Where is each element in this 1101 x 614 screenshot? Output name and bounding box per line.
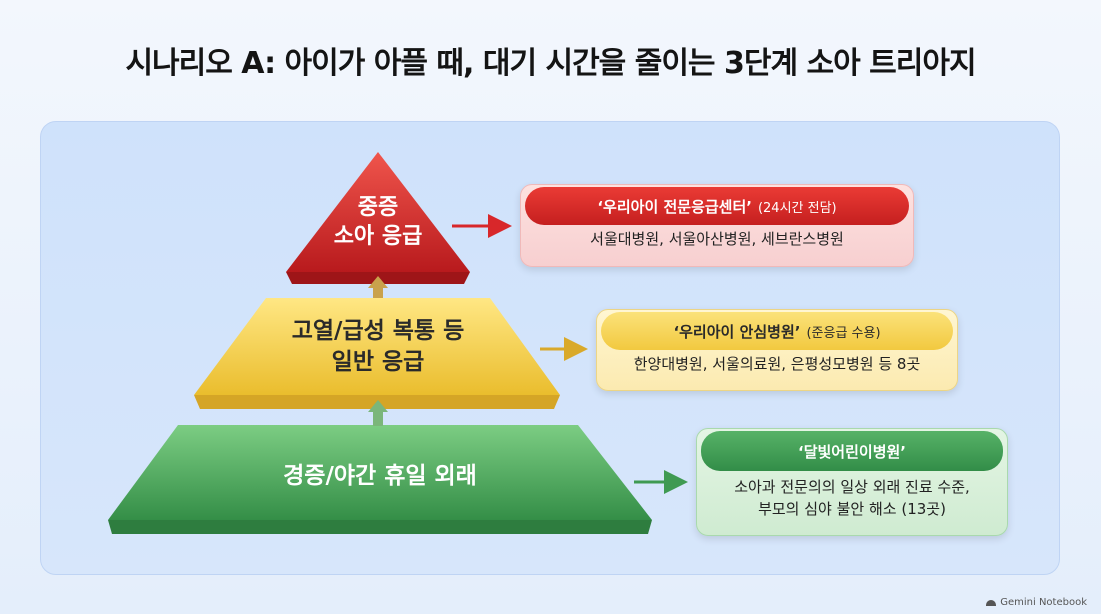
callout-specialized-emergency-center: ‘우리아이 전문응급센터’(24시간 전담) 서울대병원, 서울아산병원, 세브…: [520, 184, 914, 267]
callout-moonlight-childrens-hospital: ‘달빛어린이병원’ 소아과 전문의의 일상 외래 진료 수준, 부모의 심야 불…: [696, 428, 1008, 536]
callout-pill: ‘우리아이 안심병원’(준응급 수용): [601, 312, 953, 350]
page-title: 시나리오 A: 아이가 아플 때, 대기 시간을 줄이는 3단계 소아 트리아지: [125, 46, 976, 81]
callout-body: 한양대병원, 서울의료원, 은평성모병원 등 8곳: [633, 355, 921, 373]
up-arrow-icon: [368, 276, 388, 298]
tier-outpatient-label: 경증/야간 휴일 외래: [283, 463, 477, 489]
callout-body: 서울대병원, 서울아산병원, 세브란스병원: [590, 230, 844, 248]
tier-general-label: 고열/급성 복통 등 일반 응급: [291, 318, 465, 376]
callout-pill: ‘달빛어린이병원’: [701, 431, 1003, 471]
tier-outpatient-shape: [108, 425, 652, 534]
notebook-logo-icon: [986, 599, 997, 606]
callout-safe-hospital: ‘우리아이 안심병원’(준응급 수용) 한양대병원, 서울의료원, 은평성모병원…: [596, 309, 958, 391]
up-arrow-icon: [368, 400, 388, 426]
callout-body: 소아과 전문의의 일상 외래 진료 수준, 부모의 심야 불안 해소 (13곳): [734, 478, 970, 518]
footer-brand: Gemini Notebook: [986, 597, 1087, 608]
callout-pill: ‘우리아이 전문응급센터’(24시간 전담): [525, 187, 909, 225]
tier-severe-label: 중증 소아 응급: [333, 195, 423, 249]
footer-brand-label: Gemini Notebook: [1000, 597, 1087, 608]
